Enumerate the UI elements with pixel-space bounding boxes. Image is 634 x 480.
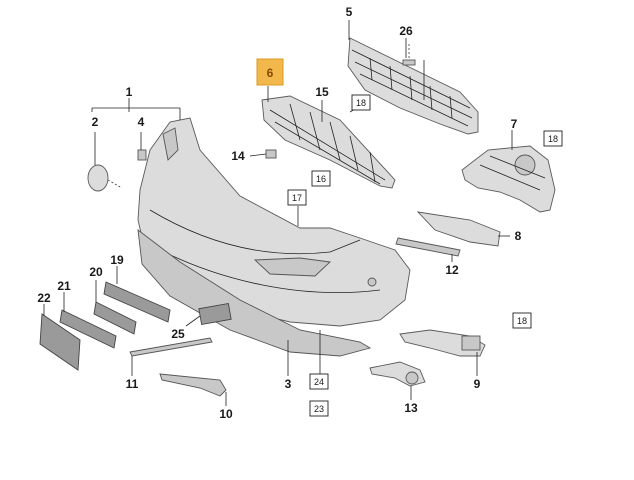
callout-10: 10 bbox=[219, 407, 233, 421]
boxed-ref-23: 23 bbox=[309, 400, 329, 417]
boxed-ref-18b: 18 bbox=[543, 130, 563, 147]
boxed-ref-24: 24 bbox=[309, 373, 329, 390]
callout-3: 3 bbox=[285, 377, 292, 391]
callout-15: 15 bbox=[315, 85, 329, 99]
part-6-upper-grille bbox=[261, 95, 396, 189]
callout-5: 5 bbox=[346, 5, 353, 19]
boxed-ref-16: 16 bbox=[311, 170, 331, 187]
callout-8: 8 bbox=[515, 229, 522, 243]
part-10-lip bbox=[159, 373, 227, 397]
callout-1: 1 bbox=[126, 85, 133, 99]
callout-25: 25 bbox=[171, 327, 185, 341]
callout-2: 2 bbox=[92, 115, 99, 129]
callout-9: 9 bbox=[474, 377, 481, 391]
part-26-bolt bbox=[402, 44, 425, 100]
part-12-strip bbox=[395, 237, 461, 257]
callout-20: 20 bbox=[89, 265, 103, 279]
callout-6: 6 bbox=[267, 66, 274, 80]
boxed-ref-18a-text: 18 bbox=[356, 98, 366, 108]
boxed-ref-18a: 18 bbox=[351, 94, 371, 111]
part-19-strip bbox=[103, 281, 171, 323]
callout-12: 12 bbox=[445, 263, 459, 277]
part-21-strip bbox=[59, 309, 117, 349]
leader-lines bbox=[43, 20, 513, 406]
callout-26: 26 bbox=[399, 24, 413, 38]
part-13-small-bracket bbox=[369, 361, 426, 387]
boxed-ref-18b-text: 18 bbox=[548, 134, 558, 144]
part-3-lower-spoiler bbox=[137, 228, 372, 357]
callout-11: 11 bbox=[126, 377, 139, 391]
boxed-ref-17: 17 bbox=[287, 189, 307, 206]
boxed-ref-23-text: 23 bbox=[314, 404, 324, 414]
callout-13: 13 bbox=[404, 401, 418, 415]
callout-6-highlight bbox=[256, 58, 284, 86]
part-7-bracket bbox=[461, 145, 556, 213]
callout-19: 19 bbox=[110, 253, 124, 267]
part-11-moulding bbox=[129, 337, 213, 357]
callout-14: 14 bbox=[231, 149, 245, 163]
part-5-carrier bbox=[347, 37, 479, 135]
part-4-clip bbox=[137, 149, 147, 161]
boxed-ref-16-text: 16 bbox=[316, 174, 326, 184]
boxed-ref-18c-text: 18 bbox=[517, 316, 527, 326]
callout-7: 7 bbox=[511, 117, 518, 131]
callout-22: 22 bbox=[37, 291, 51, 305]
part-14-clip bbox=[265, 149, 277, 159]
boxed-ref-18c: 18 bbox=[512, 312, 532, 329]
callout-21: 21 bbox=[57, 279, 71, 293]
part-22-strip bbox=[39, 313, 81, 371]
boxed-ref-24-text: 24 bbox=[314, 377, 324, 387]
part-9-lower-bracket bbox=[399, 329, 486, 357]
part-8-air-guide bbox=[416, 211, 501, 247]
part-20-strip bbox=[93, 301, 137, 335]
part-2-cap bbox=[87, 164, 123, 192]
callout-4: 4 bbox=[138, 115, 145, 129]
boxed-ref-17-text: 17 bbox=[292, 193, 302, 203]
part-25-plate bbox=[198, 302, 232, 326]
part-1-bumper-cover bbox=[137, 117, 411, 327]
